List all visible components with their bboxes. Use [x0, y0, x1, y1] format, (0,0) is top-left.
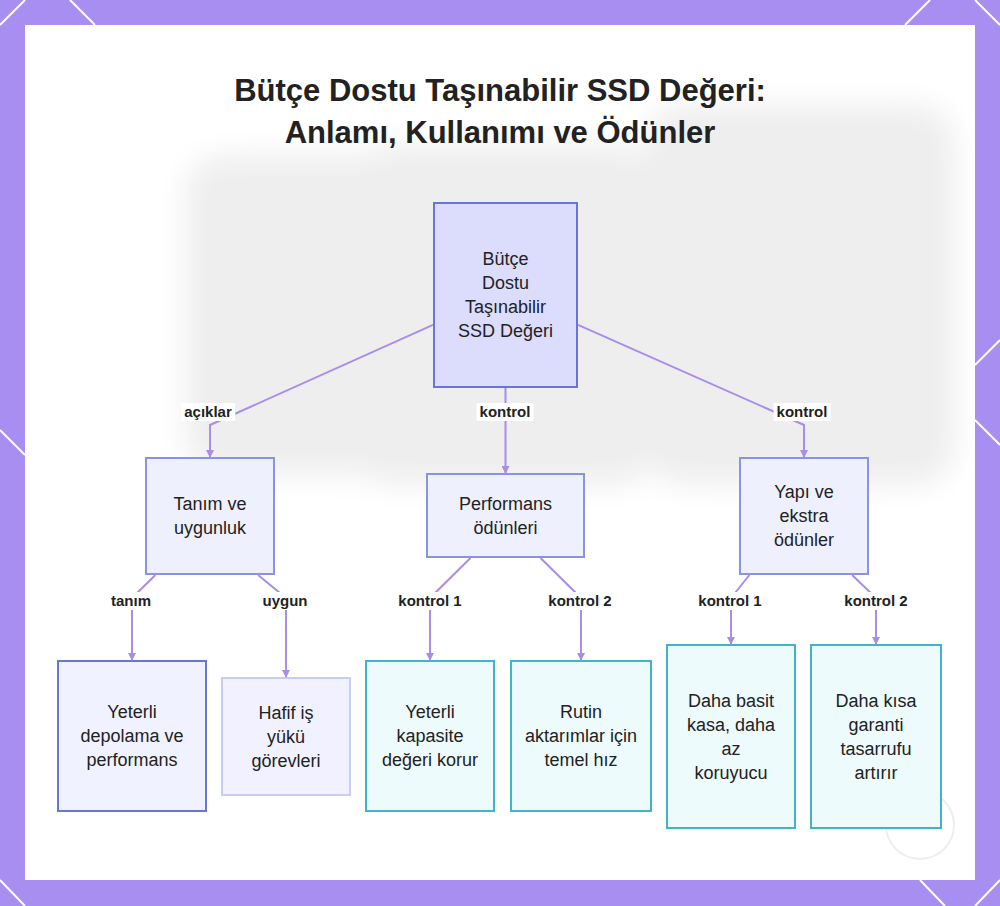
title: Bütçe Dostu Taşınabilir SSD Değeri: Anla…: [180, 70, 820, 154]
edge-label: kontrol: [477, 403, 534, 421]
edge-label: açıklar: [181, 403, 235, 421]
connector: [258, 575, 286, 677]
edge-label: kontrol 2: [841, 592, 910, 610]
connector: [578, 325, 804, 457]
edge-label: tanım: [108, 592, 154, 610]
box-text: Tanım ve uygunluk: [157, 492, 263, 540]
concept-box: Rutin aktarımlar için temel hız: [510, 660, 652, 812]
connector: [132, 575, 155, 660]
connector: [210, 325, 433, 457]
concept-box: Tanım ve uygunluk: [145, 457, 275, 575]
box-text: Bütçe Dostu Taşınabilir SSD Değeri: [457, 247, 554, 343]
concept-box: Hafif iş yükü görevleri: [221, 677, 351, 796]
edge-label: kontrol: [774, 403, 831, 421]
concept-box: Bütçe Dostu Taşınabilir SSD Değeri: [433, 202, 578, 388]
box-text: Yeterli kapasite değeri korur: [377, 700, 483, 772]
concept-box: Daha kısa garanti tasarrufu artırır: [810, 644, 942, 829]
edge-label: uygun: [260, 592, 311, 610]
concept-box: Performans ödünleri: [426, 473, 585, 558]
connector: [505, 388, 507, 473]
box-text: Yeterli depolama ve performans: [77, 700, 187, 772]
box-text: Hafif iş yükü görevleri: [237, 701, 335, 773]
box-text: Daha basit kasa, daha az koruyucu: [686, 689, 776, 785]
box-text: Performans ödünleri: [438, 492, 573, 540]
edge-label: kontrol 2: [545, 592, 614, 610]
box-text: Rutin aktarımlar için temel hız: [524, 700, 638, 772]
concept-box: Yeterli kapasite değeri korur: [365, 660, 495, 812]
box-text: Daha kısa garanti tasarrufu artırır: [824, 689, 928, 785]
edge-label: kontrol 1: [695, 592, 764, 610]
box-text: Yapı ve ekstra ödünler: [757, 480, 851, 552]
concept-box: Yeterli depolama ve performans: [57, 660, 207, 812]
title-text: Bütçe Dostu Taşınabilir SSD Değeri: Anla…: [234, 73, 766, 150]
concept-box: Yapı ve ekstra ödünler: [739, 457, 869, 575]
edge-label: kontrol 1: [395, 592, 464, 610]
concept-box: Daha basit kasa, daha az koruyucu: [666, 644, 796, 829]
